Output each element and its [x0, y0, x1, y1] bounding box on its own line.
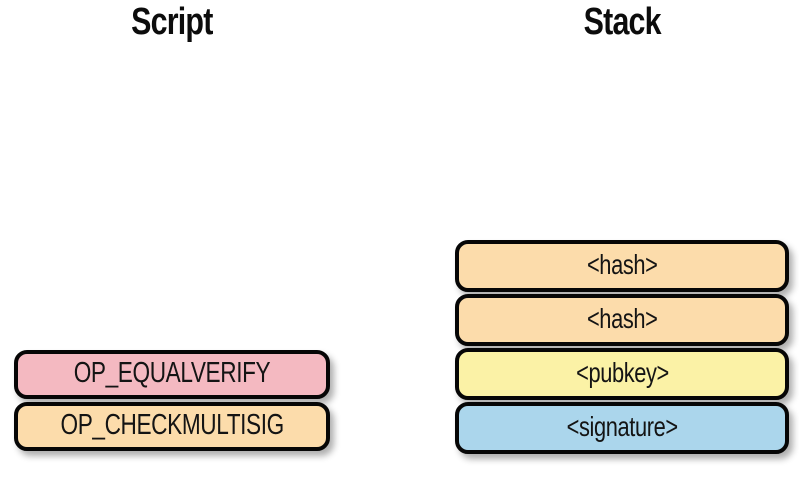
- stack-item-label: <hash>: [586, 249, 658, 280]
- stack-title-text: Stack: [583, 1, 661, 43]
- script-box: OP_EQUALVERIFY: [14, 350, 330, 399]
- script-box-stack: OP_EQUALVERIFY OP_CHECKMULTISIG: [14, 350, 330, 454]
- stack-item-stack: <hash> <hash> <pubkey> <signature>: [455, 240, 789, 456]
- script-title-text: Script: [131, 1, 213, 43]
- stack-item-label: <pubkey>: [575, 357, 669, 388]
- stack-item-label: <hash>: [586, 303, 658, 334]
- script-column-title: Script: [14, 1, 330, 44]
- stack-column-title: Stack: [455, 1, 789, 44]
- stack-item: <hash>: [455, 294, 789, 346]
- script-box-label: OP_CHECKMULTISIG: [60, 409, 284, 441]
- stack-item: <hash>: [455, 240, 789, 292]
- script-box: OP_CHECKMULTISIG: [14, 402, 330, 451]
- stack-item: <signature>: [455, 402, 789, 454]
- stack-item: <pubkey>: [455, 348, 789, 400]
- stack-item-label: <signature>: [566, 411, 678, 442]
- script-box-label: OP_EQUALVERIFY: [73, 357, 271, 389]
